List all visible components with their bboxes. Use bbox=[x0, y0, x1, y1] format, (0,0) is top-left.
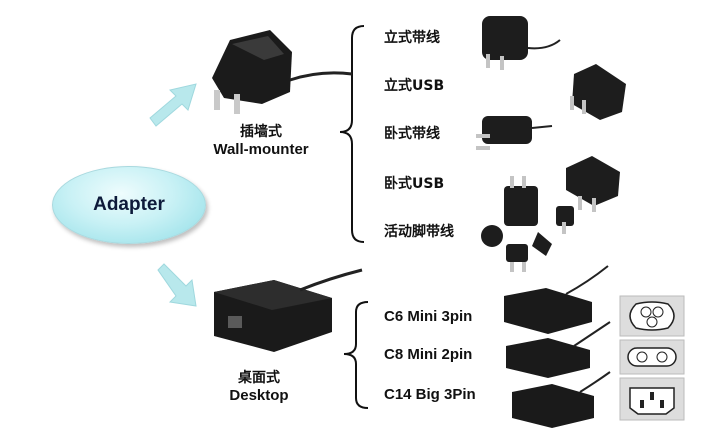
desktop-item-3-label: C14 Big 3Pin bbox=[384, 386, 476, 403]
wall-item-3-image bbox=[476, 116, 553, 150]
wall-item-4-image bbox=[566, 156, 620, 212]
wall-adapter-image bbox=[212, 30, 353, 114]
arrow-to-wall bbox=[149, 83, 197, 127]
wall-item-3-label: 卧式带线 bbox=[384, 126, 440, 142]
desktop-category: 桌面式 Desktop bbox=[214, 370, 304, 405]
adapter-root-node: Adapter bbox=[52, 166, 206, 244]
wall-mounter-name-en: Wall-mounter bbox=[213, 140, 309, 158]
desktop-item-2-image bbox=[506, 321, 611, 378]
wall-item-4-label: 卧式USB bbox=[384, 176, 445, 192]
wall-item-5-image bbox=[481, 176, 574, 272]
arrow-to-desktop bbox=[157, 263, 197, 307]
wall-bracket bbox=[339, 25, 365, 243]
desktop-item-2-label: C8 Mini 2pin bbox=[384, 346, 473, 363]
wall-mounter-category: 插墙式 Wall-mounter bbox=[200, 124, 322, 159]
desktop-adapter-image bbox=[214, 268, 363, 352]
desktop-name-zh: 桌面式 bbox=[238, 370, 280, 386]
wall-item-2-label: 立式USB bbox=[384, 78, 445, 94]
c14-socket-icon bbox=[619, 377, 685, 421]
wall-item-1-label: 立式带线 bbox=[384, 30, 440, 46]
wall-item-2-image bbox=[570, 64, 626, 120]
desktop-item-3-image bbox=[512, 371, 611, 428]
adapter-root-label: Adapter bbox=[93, 194, 165, 215]
desktop-name-en: Desktop bbox=[229, 386, 289, 404]
wall-item-5-label: 活动脚带线 bbox=[384, 224, 454, 240]
desktop-item-1-image bbox=[504, 265, 609, 334]
wall-mounter-name-zh: 插墙式 bbox=[240, 124, 282, 140]
c6-socket-icon bbox=[619, 295, 685, 337]
desktop-bracket bbox=[343, 301, 369, 409]
c8-socket-icon bbox=[619, 339, 685, 375]
wall-item-1-image bbox=[482, 16, 561, 70]
desktop-item-1-label: C6 Mini 3pin bbox=[384, 308, 473, 325]
